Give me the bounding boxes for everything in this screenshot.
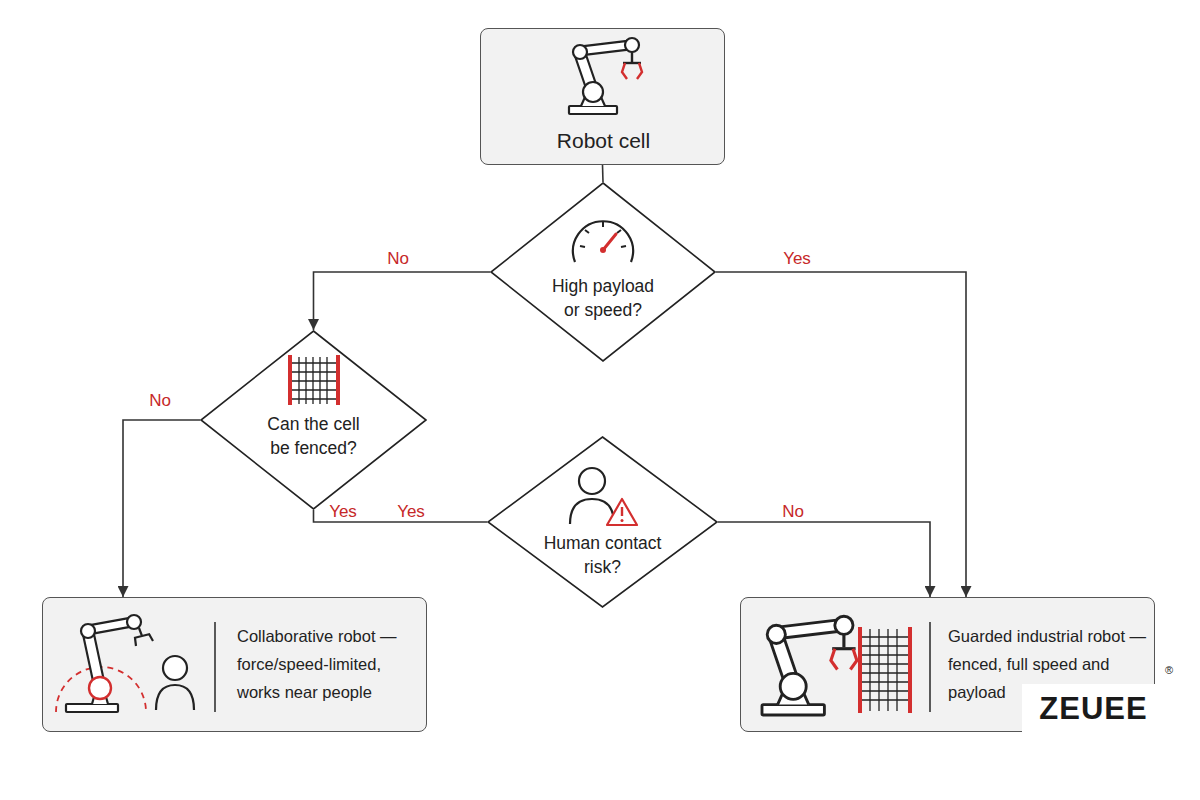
- branch-label: No: [387, 249, 409, 269]
- connector-arrow: [123, 420, 200, 597]
- decision-diamond: High payload or speed?: [490, 182, 716, 362]
- connector-arrow: [716, 272, 966, 597]
- branch-label: Yes: [397, 502, 425, 522]
- branch-label: No: [149, 391, 171, 411]
- connector-arrow: [718, 522, 930, 597]
- branch-label: Yes: [783, 249, 811, 269]
- diamond-shape: [201, 331, 426, 509]
- node-text-block: Human contact risk?: [535, 531, 670, 579]
- decision-diamond: Human contact risk?: [487, 436, 718, 608]
- outcome-box: Collaborative robot — force/speed-limite…: [42, 597, 427, 732]
- node-text-block: High payload or speed?: [543, 274, 663, 322]
- node-text: High payload or speed?: [543, 274, 663, 322]
- connector-arrow: [602, 165, 604, 182]
- node-text: Collaborative robot — force/speed-limite…: [237, 622, 417, 706]
- diamond-outline: [487, 436, 718, 608]
- node-text: Can the cell be fenced?: [257, 412, 370, 460]
- node-text: Robot cell: [481, 127, 726, 155]
- node-text-block: Collaborative robot — force/speed-limite…: [237, 622, 417, 706]
- watermark-mark: ®: [1165, 664, 1173, 676]
- diamond-shape: [488, 437, 717, 607]
- watermark: ZEUEE: [1022, 684, 1165, 734]
- decision-diamond: Can the cell be fenced?: [200, 330, 427, 510]
- node-text-block: Can the cell be fenced?: [257, 412, 370, 460]
- node-text: Human contact risk?: [535, 531, 670, 579]
- branch-label: Yes: [329, 502, 357, 522]
- start-box: Robot cell: [480, 28, 725, 165]
- branch-label: No: [782, 502, 804, 522]
- connector-arrow: [314, 272, 491, 330]
- diamond-outline: [490, 182, 716, 362]
- node-text-block: Robot cell: [481, 127, 726, 155]
- diamond-shape: [491, 183, 715, 361]
